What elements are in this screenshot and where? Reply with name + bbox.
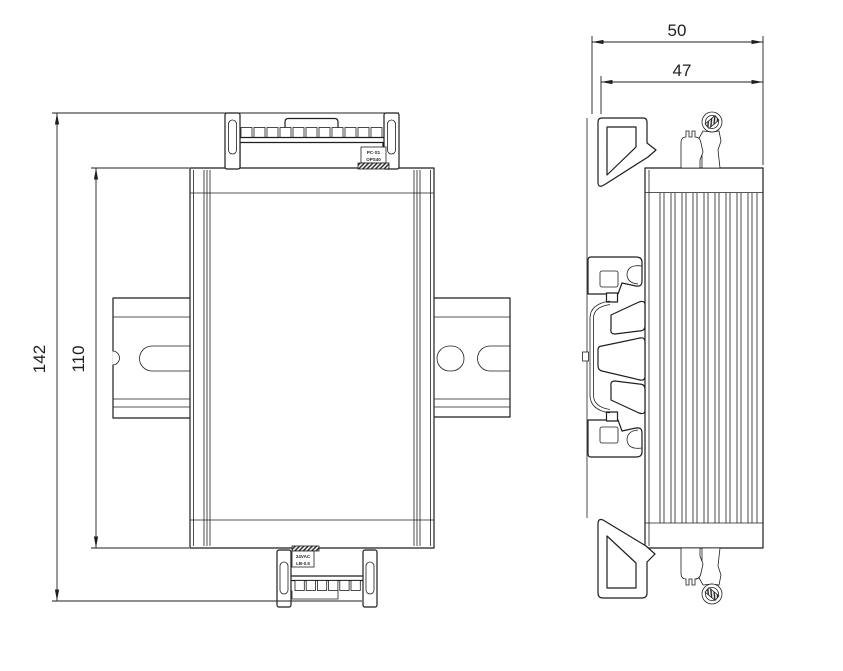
dimension-body-height: 110 [69,167,189,549]
lower-jaw-window [599,426,619,444]
arrow-left [601,79,613,85]
side-view: 50 47 [582,21,764,605]
bottom-label-barcode [291,545,320,552]
clip-bottom-hook-window [606,535,637,589]
screw-slot [704,114,720,130]
bottom-terminal-squares [294,580,361,591]
top-connector-tab [284,117,339,128]
arrow-up [93,168,99,180]
cooling-ribs [659,193,758,523]
bottom-label-line2: LB-0.5 [296,561,310,566]
dim-body-depth-text: 47 [673,61,692,80]
din-clip-side [582,117,657,599]
dim-overall-depth-text: 50 [668,21,687,40]
rail-slot-cut [477,345,510,372]
clamp-void-lower [610,380,646,415]
top-micro-label: PC-S1 OPS40 [357,146,390,170]
bottom-label-line1: 24VAC [296,554,311,559]
dimension-body-depth: 47 [600,61,763,114]
ear-slot-top-left [228,119,237,155]
device-body-front [189,167,435,549]
bottom-connector-step [291,590,339,600]
bottom-micro-label: 24VAC LB-0.5 [291,545,320,568]
clip-top-hook-window [606,126,637,176]
rail-edge-notch [112,350,120,366]
bottom-connector: 24VAC LB-0.5 [276,545,378,608]
top-terminal-squares [240,127,383,138]
din-rail-left [112,297,190,419]
front-view: PC-S1 OPS40 [30,112,511,608]
dimension-overall-depth: 50 [591,21,764,165]
rail-slot-left [139,345,190,372]
arrow-down [93,536,99,548]
ear-slot-top-right [387,119,396,155]
rail-cross-section [582,256,646,458]
rail-sheet-inner [593,304,611,410]
arrow-right [751,39,763,45]
terminal-screw-bottom [680,547,723,605]
din-rail-right [434,297,511,418]
arrow-left [592,39,604,45]
dimension-overall-height: 142 [30,112,399,602]
top-label-barcode [357,162,390,170]
ear-slot-bottom-right [365,561,375,595]
top-connector: PC-S1 OPS40 [224,112,400,170]
ear-slot-bottom-left [279,561,289,595]
top-label-line1: PC-S1 [367,150,381,155]
clamp-void-upper [610,300,646,335]
arrow-right [751,79,763,85]
rail-slot-right [436,345,465,372]
arrow-up [54,113,60,125]
arrow-down [54,589,60,601]
dim-body-height-text: 110 [69,345,88,372]
clamp-void-middle [597,337,646,381]
terminal-screw-top [680,111,723,169]
dim-overall-height-text: 142 [30,345,49,373]
top-label-line2: OPS40 [366,157,381,162]
terminal-plug-profile [680,130,704,169]
device-body-side [644,167,764,549]
rail-sheet-outer [589,300,611,414]
rail-joint-mark [582,351,589,362]
upper-jaw-window [599,270,619,288]
